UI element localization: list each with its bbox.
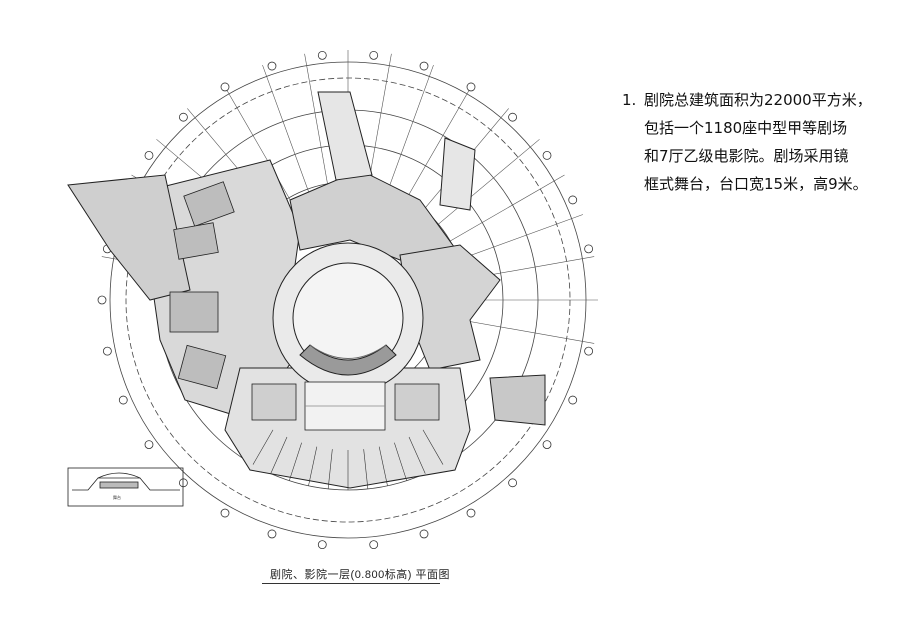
axis-bubble	[178, 112, 188, 122]
room-partition	[363, 449, 369, 489]
axis-bubble	[267, 529, 277, 539]
axis-bubble	[508, 478, 518, 488]
project-note: 1. 剧院总建筑面积为22000平方米， 包括一个1180座中型甲等剧场 和7厅…	[622, 86, 882, 198]
axis-bubble	[584, 346, 594, 356]
axis-bubble	[369, 540, 379, 550]
axis-bubble	[144, 440, 154, 449]
room-partition	[422, 429, 444, 465]
southeast-annex	[489, 374, 546, 426]
axis-bubble	[466, 508, 476, 518]
note-line: 包括一个1180座中型甲等剧场	[644, 119, 848, 137]
room-partition	[270, 436, 288, 474]
axis-bubble	[419, 529, 429, 539]
axis-bubble	[568, 395, 578, 405]
note-number: 1.	[622, 91, 637, 109]
radial-axis-line	[420, 139, 540, 240]
axis-bubble	[267, 61, 277, 71]
svg-text:舞台: 舞台	[113, 494, 121, 500]
radial-axis-line	[222, 83, 301, 218]
axis-bubble	[220, 508, 230, 518]
cinema-hall	[183, 181, 235, 227]
note-line: 和7厅乙级电影院。剧场采用镜	[644, 147, 849, 165]
cinema-hall	[173, 222, 219, 260]
caption-underline	[262, 583, 440, 584]
room-partition	[327, 449, 333, 489]
north-lobby	[289, 169, 461, 261]
cinema-hall	[169, 291, 219, 333]
axis-bubble	[542, 440, 552, 449]
axis-bubbles	[97, 50, 594, 550]
floor-plan-drawing: 舞台	[67, 50, 598, 550]
axis-bubble	[220, 82, 230, 92]
axis-bubble	[542, 151, 552, 160]
axis-bubble	[369, 50, 379, 60]
room-partition	[289, 442, 302, 481]
room-partition	[408, 436, 426, 474]
axis-bubble	[144, 151, 154, 160]
cinema-hall	[177, 344, 227, 390]
note-line: 剧院总建筑面积为22000平方米，	[644, 91, 872, 109]
southern-rooms	[252, 429, 444, 490]
radial-axis-line	[262, 64, 316, 211]
stage	[251, 381, 440, 431]
section-inset: 舞台	[67, 467, 184, 507]
axis-bubble	[317, 50, 327, 60]
axis-bubble	[317, 540, 327, 550]
cinema-halls	[169, 181, 235, 390]
room-partition	[308, 446, 318, 486]
auditorium	[272, 242, 424, 394]
axis-bubble	[419, 61, 429, 71]
note-line: 框式舞台，台口宽15米，高9米。	[644, 175, 868, 193]
north-ramp	[317, 91, 373, 181]
room-partition	[394, 442, 407, 481]
axis-bubble	[102, 346, 112, 356]
radial-axis-line	[304, 53, 332, 207]
axis-bubble	[568, 195, 578, 205]
room-partition	[378, 446, 388, 486]
axis-bubble	[97, 295, 107, 305]
drawing-caption: 剧院、影院一层(0.800标高) 平面图	[270, 569, 450, 581]
axis-bubble	[466, 82, 476, 92]
axis-bubble	[508, 112, 518, 122]
auditorium-seating	[299, 344, 397, 376]
axis-bubble	[118, 395, 128, 405]
northeast-ramp	[439, 137, 476, 211]
room-partition	[252, 429, 274, 465]
radial-axis-line	[430, 174, 565, 253]
axis-bubble	[584, 244, 594, 254]
